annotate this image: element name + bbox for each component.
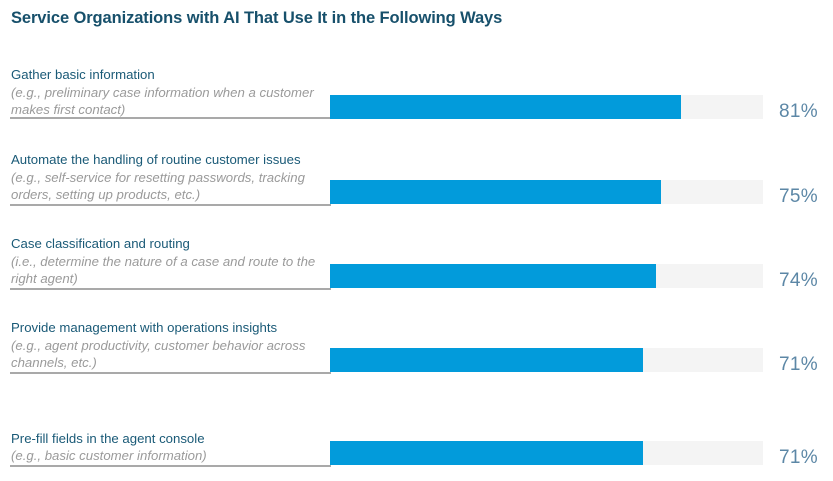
bar-value-label: 81% (779, 101, 818, 122)
row-label-main: Case classification and routing (11, 236, 190, 252)
bar-fill (330, 264, 657, 288)
row-label-main: Pre-fill fields in the agent console (11, 430, 205, 446)
bar-fill (330, 348, 644, 372)
bar-track (330, 180, 763, 204)
bar-fill (330, 441, 644, 465)
row-label-sub: (i.e., determine the nature of a case an… (11, 253, 316, 287)
row-divider (10, 288, 331, 290)
row-label: Automate the handling of routine custome… (11, 151, 331, 204)
row-divider (10, 204, 331, 206)
row-label-sub: (e.g., agent productivity, customer beha… (11, 337, 306, 371)
bar-track (330, 264, 763, 288)
bar-track (330, 95, 763, 119)
row-label: Provide management with operations insig… (11, 319, 331, 372)
row-label: Case classification and routing (i.e., d… (11, 235, 331, 288)
bar-value-label: 71% (779, 354, 818, 375)
row-label: Gather basic information (e.g., prelimin… (11, 66, 331, 119)
page-title: Service Organizations with AI That Use I… (11, 9, 503, 27)
bar-value-label: 75% (779, 186, 818, 207)
chart-row: Case classification and routing (i.e., d… (0, 228, 833, 312)
row-label-main: Gather basic information (11, 67, 155, 83)
chart-row: Pre-fill fields in the agent console (e.… (0, 396, 833, 481)
bar-track (330, 348, 763, 372)
row-label-sub: (e.g., basic customer information) (11, 448, 207, 464)
bar-value-label: 71% (779, 447, 818, 468)
bar-fill (330, 180, 662, 204)
bar-value-label: 74% (779, 270, 818, 291)
row-divider (10, 465, 331, 467)
bar-fill (330, 95, 681, 119)
row-divider (10, 372, 331, 374)
row-label-sub: (e.g., preliminary case information when… (11, 84, 314, 118)
row-label-main: Provide management with operations insig… (11, 320, 278, 336)
chart-row: Gather basic information (e.g., prelimin… (0, 60, 833, 144)
row-label-sub: (e.g., self-service for resetting passwo… (11, 169, 305, 203)
chart-row: Automate the handling of routine custome… (0, 144, 833, 228)
bar-track (330, 441, 763, 465)
chart-row: Provide management with operations insig… (0, 312, 833, 396)
row-divider (10, 117, 331, 119)
bar-chart: Gather basic information (e.g., prelimin… (0, 60, 833, 481)
row-label-main: Automate the handling of routine custome… (11, 152, 301, 168)
row-label: Pre-fill fields in the agent console (e.… (11, 430, 331, 465)
